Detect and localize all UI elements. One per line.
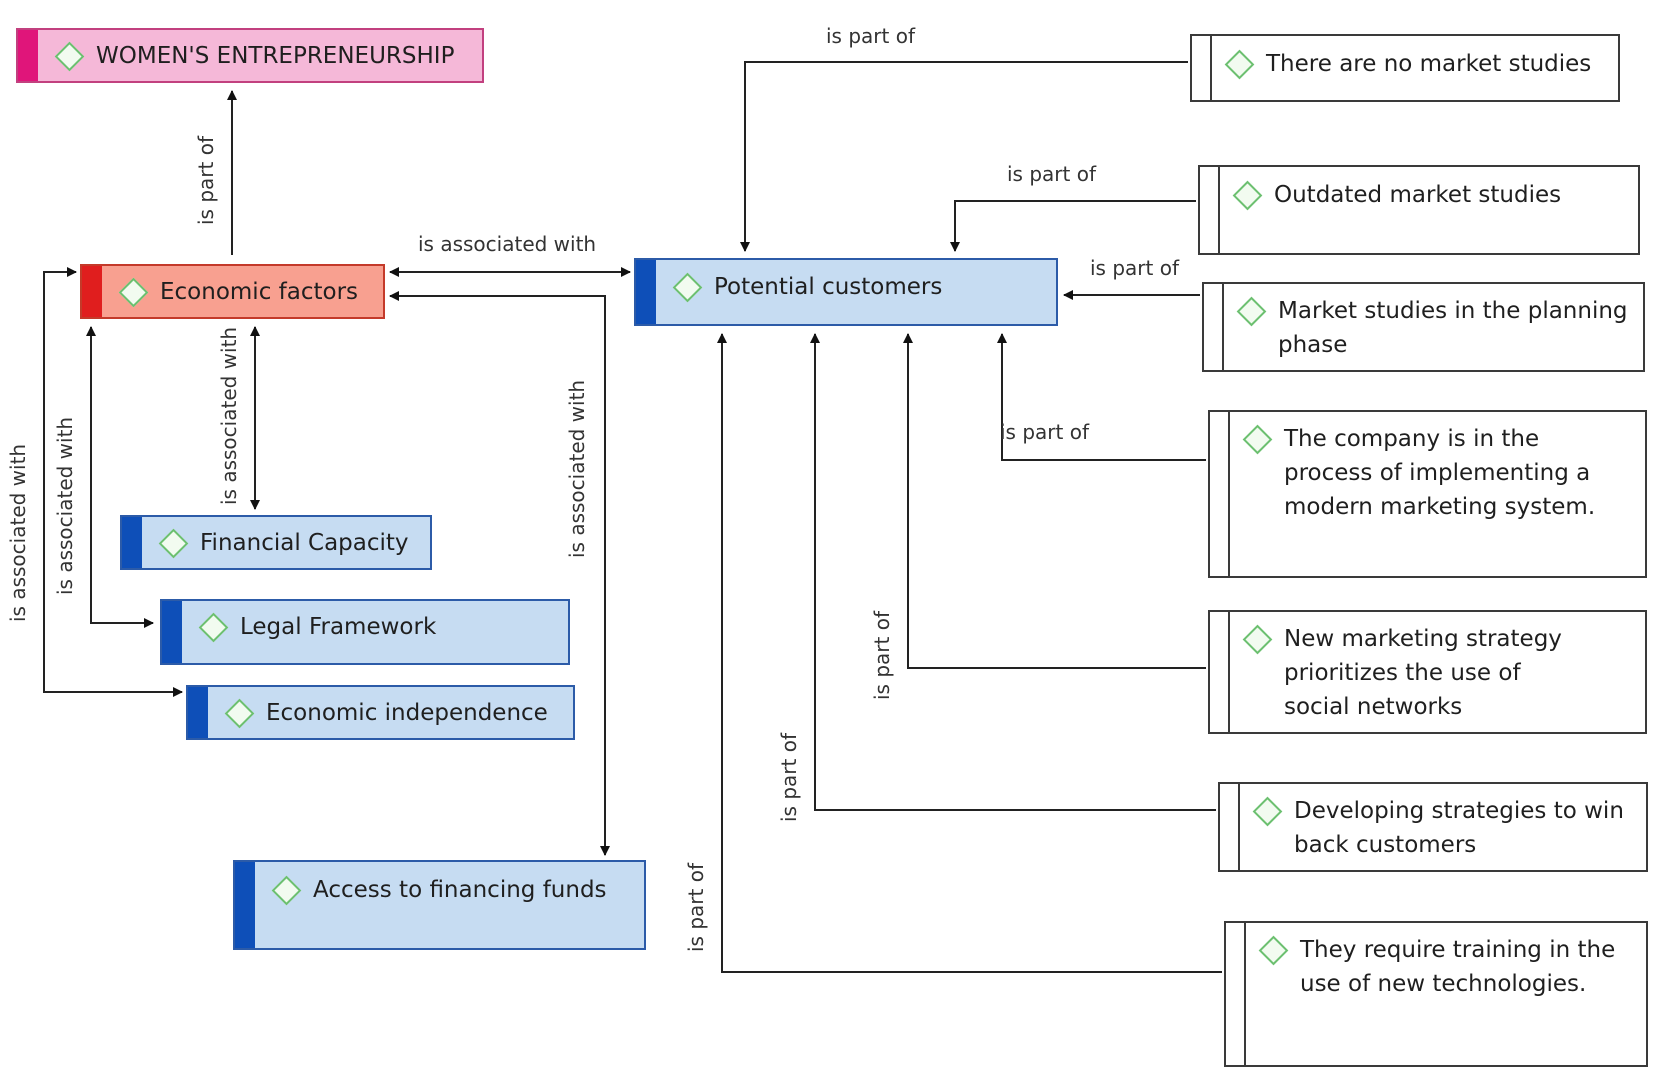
edge-modern-to-customers (997, 333, 1206, 461)
diamond-icon (672, 272, 703, 303)
edge-label-training-to-customers: is part of (684, 862, 708, 952)
node-potential-customers[interactable]: Potential customers (634, 258, 1058, 326)
diamond-icon (54, 41, 85, 72)
edge-label-modern-to-customers: is part of (1000, 420, 1090, 444)
node-label: Economic factors (160, 279, 359, 305)
edge-label-winback-to-customers: is part of (777, 732, 801, 822)
edge-no-studies-to-customers (740, 61, 1188, 252)
node-market-studies-planning-phase[interactable]: Market studies in the planning phase (1202, 282, 1645, 372)
edge-social-to-customers (903, 333, 1206, 669)
node-label: Outdated market studies (1274, 182, 1562, 208)
node-outdated-market-studies[interactable]: Outdated market studies (1198, 165, 1640, 255)
diamond-icon (271, 875, 302, 906)
node-win-back-customers[interactable]: Developing strategies to win back custom… (1218, 782, 1648, 872)
edge-label-econ-to-women: is part of (194, 135, 218, 225)
node-label: Access to financing funds (313, 877, 607, 903)
edge-label-econ-to-independence: is associated with (6, 444, 30, 622)
edge-label-no-studies-to-customers: is part of (826, 24, 916, 48)
diamond-icon (1232, 180, 1263, 211)
edge-label-econ-to-customers: is associated with (418, 232, 596, 256)
edge-label-econ-to-financing: is associated with (565, 380, 589, 558)
edge-label-outdated-to-customers: is part of (1007, 162, 1097, 186)
edge-label-econ-to-financial: is associated with (217, 327, 241, 505)
node-label: Potential customers (714, 274, 943, 300)
diamond-icon (158, 528, 189, 559)
node-economic-factors[interactable]: Economic factors (80, 264, 385, 319)
edge-econ-to-financing (389, 291, 610, 856)
node-label: Financial Capacity (200, 530, 409, 556)
diamond-icon (1242, 424, 1273, 455)
node-label: New marketing strategy prioritizes the u… (1284, 626, 1562, 720)
diamond-icon (118, 277, 149, 308)
edge-label-social-to-customers: is part of (870, 610, 894, 700)
node-no-market-studies[interactable]: There are no market studies (1190, 34, 1620, 102)
diamond-icon (224, 698, 255, 729)
edge-label-planning-to-customers: is part of (1090, 256, 1180, 280)
diamond-icon (1258, 935, 1289, 966)
node-social-networks-strategy[interactable]: New marketing strategy prioritizes the u… (1208, 610, 1647, 734)
node-modern-marketing-system[interactable]: The company is in the process of impleme… (1208, 410, 1647, 578)
diamond-icon (1242, 624, 1273, 655)
node-financial-capacity[interactable]: Financial Capacity (120, 515, 432, 570)
diamond-icon (198, 612, 229, 643)
diamond-icon (1224, 49, 1255, 80)
node-label: Developing strategies to win back custom… (1294, 798, 1624, 858)
edge-econ-to-independence (43, 267, 183, 697)
edge-winback-to-customers (810, 333, 1216, 811)
diamond-icon (1252, 796, 1283, 827)
node-label: They require training in the use of new … (1300, 937, 1616, 997)
edge-label-econ-to-legal: is associated with (53, 417, 77, 595)
diamond-icon (1236, 296, 1267, 327)
node-label: WOMEN'S ENTREPRENEURSHIP (96, 43, 455, 69)
node-legal-framework[interactable]: Legal Framework (160, 599, 570, 665)
edge-outdated-to-customers (950, 200, 1196, 252)
node-label: There are no market studies (1266, 51, 1592, 77)
node-label: Economic independence (266, 700, 548, 726)
node-label: Market studies in the planning phase (1278, 298, 1628, 358)
node-economic-independence[interactable]: Economic independence (186, 685, 575, 740)
node-womens-entrepreneurship[interactable]: WOMEN'S ENTREPRENEURSHIP (16, 28, 484, 83)
edge-training-to-customers (717, 333, 1222, 973)
node-label: Legal Framework (240, 614, 437, 640)
edge-econ-to-legal (86, 326, 154, 628)
node-access-to-financing-funds[interactable]: Access to financing funds (233, 860, 646, 950)
node-label: The company is in the process of impleme… (1284, 426, 1596, 520)
node-training-new-technologies[interactable]: They require training in the use of new … (1224, 921, 1648, 1067)
